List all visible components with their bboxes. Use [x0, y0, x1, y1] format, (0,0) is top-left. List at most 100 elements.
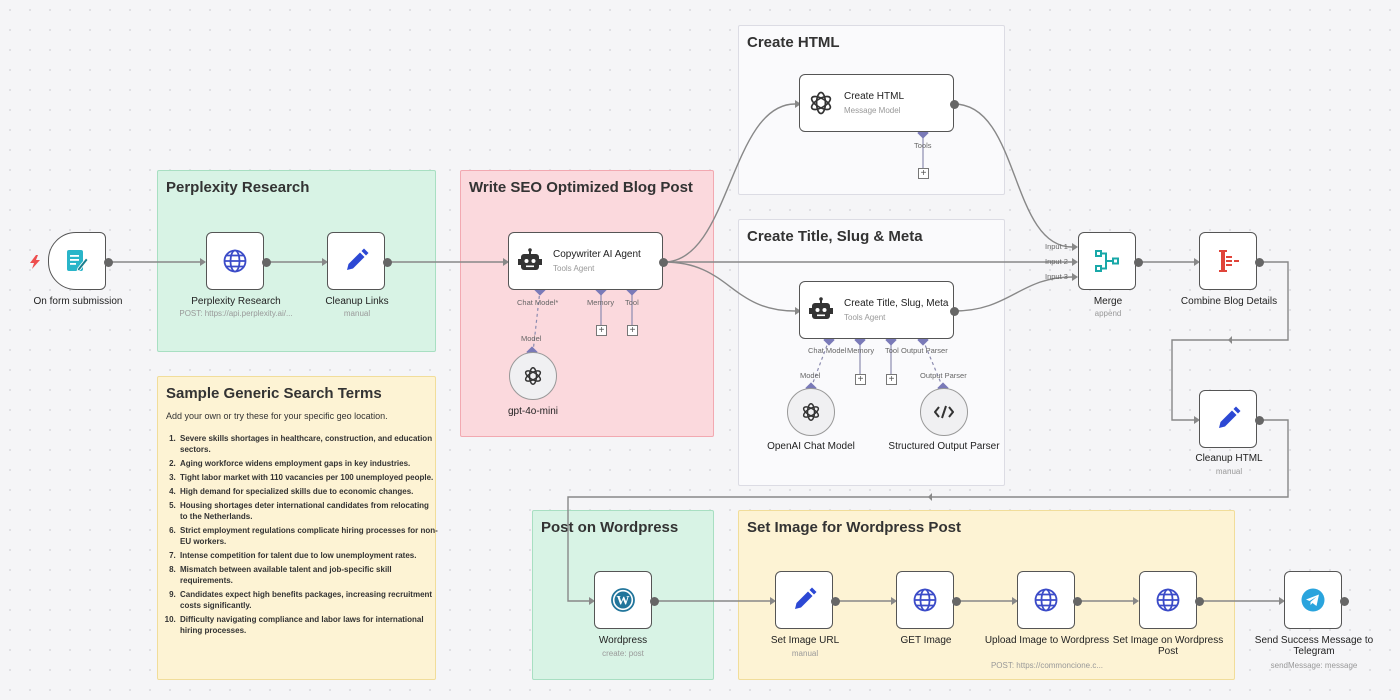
openai-icon — [524, 367, 542, 385]
node-subtitle: Message Model — [844, 106, 901, 115]
node-label: Set Image URL — [770, 635, 840, 646]
openai-icon — [810, 91, 832, 115]
node-upload-image[interactable] — [1017, 571, 1075, 629]
node-send-telegram[interactable] — [1284, 571, 1342, 629]
sticky-subtitle: Add your own or try these for your speci… — [166, 411, 388, 421]
robot-icon — [518, 248, 542, 270]
search-term-item: Difficulty navigating compliance and lab… — [178, 614, 438, 636]
node-get-image[interactable] — [896, 571, 954, 629]
node-set-image-wordpress[interactable] — [1139, 571, 1197, 629]
svg-text:W: W — [617, 593, 630, 608]
add-tool-button[interactable]: + — [627, 325, 638, 336]
port-chat-model: Chat Model — [808, 346, 847, 355]
port-input-2: Input 2 — [1045, 257, 1068, 266]
search-terms-list: Severe skills shortages in healthcare, c… — [166, 433, 438, 639]
output-handle[interactable] — [831, 597, 840, 606]
output-handle[interactable] — [659, 258, 668, 267]
node-sublabel: manual — [343, 309, 371, 318]
search-term-item: Severe skills shortages in healthcare, c… — [178, 433, 438, 455]
combine-icon — [1219, 250, 1239, 272]
node-cleanup-html[interactable] — [1199, 390, 1257, 448]
node-combine-blog-details[interactable] — [1199, 232, 1257, 290]
sticky-title: Perplexity Research — [166, 179, 310, 196]
add-memory-button[interactable]: + — [855, 374, 866, 385]
output-handle[interactable] — [1340, 597, 1349, 606]
node-label: gpt-4o-mini — [507, 406, 559, 417]
output-handle[interactable] — [383, 258, 392, 267]
sticky-title: Create HTML — [747, 34, 840, 51]
merge-icon — [1095, 250, 1119, 272]
search-term-item: Intense competition for talent due to lo… — [178, 550, 438, 561]
port-model: Model — [800, 371, 821, 380]
port-output-parser: Output Parser — [920, 371, 967, 380]
output-handle[interactable] — [650, 597, 659, 606]
output-handle[interactable] — [104, 258, 113, 267]
node-label: Perplexity Research — [191, 296, 281, 307]
search-term-item: Strict employment regulations complicate… — [178, 525, 438, 547]
pen-icon — [795, 587, 817, 609]
node-cleanup-links[interactable] — [327, 232, 385, 290]
sticky-perplexity-research[interactable]: Perplexity Research — [157, 170, 436, 352]
output-handle[interactable] — [1255, 258, 1264, 267]
wordpress-icon: W — [611, 588, 635, 612]
node-label: Set Image on Wordpress Post — [1112, 635, 1224, 657]
output-handle[interactable] — [950, 100, 959, 109]
globe-icon — [1156, 588, 1180, 612]
node-label: Cleanup HTML — [1195, 453, 1263, 464]
node-sublabel: POST: https://commoncione.c... — [990, 661, 1104, 670]
node-label: Structured Output Parser — [888, 441, 1000, 452]
port-tools: Tools — [914, 141, 932, 150]
node-create-html[interactable]: Create HTML Message Model — [799, 74, 954, 132]
form-icon — [67, 250, 89, 272]
node-wordpress[interactable]: W — [594, 571, 652, 629]
output-handle[interactable] — [1255, 416, 1264, 425]
sticky-search-terms[interactable]: Sample Generic Search Terms Add your own… — [157, 376, 438, 680]
node-gpt-4o-mini[interactable] — [509, 352, 557, 400]
add-tool-button[interactable]: + — [918, 168, 929, 179]
node-openai-chat-model[interactable] — [787, 388, 835, 436]
node-label: Merge — [1093, 296, 1123, 307]
node-label: OpenAI Chat Model — [767, 441, 855, 452]
search-term-item: High demand for specialized skills due t… — [178, 486, 438, 497]
search-term-item: Mismatch between available talent and jo… — [178, 564, 438, 586]
output-handle[interactable] — [950, 307, 959, 316]
add-tool-button[interactable]: + — [886, 374, 897, 385]
node-merge[interactable] — [1078, 232, 1136, 290]
output-handle[interactable] — [262, 258, 271, 267]
node-title: Create Title, Slug, Meta — [844, 298, 949, 309]
node-sublabel: sendMessage: message — [1270, 661, 1358, 670]
port-memory: Memory — [587, 298, 615, 307]
node-label: Combine Blog Details — [1180, 296, 1278, 307]
node-subtitle: Tools Agent — [553, 264, 595, 273]
add-memory-button[interactable]: + — [596, 325, 607, 336]
node-create-meta[interactable]: Create Title, Slug, Meta Tools Agent — [799, 281, 954, 339]
node-title: Create HTML — [844, 91, 905, 102]
output-handle[interactable] — [1195, 597, 1204, 606]
node-sublabel: POST: https://api.perplexity.ai/... — [179, 309, 293, 318]
node-sublabel: manual — [791, 649, 819, 658]
node-label: On form submission — [33, 296, 123, 307]
openai-icon — [802, 403, 820, 421]
node-structured-output-parser[interactable] — [920, 388, 968, 436]
output-handle[interactable] — [952, 597, 961, 606]
node-sublabel: manual — [1215, 467, 1243, 476]
robot-icon — [809, 297, 833, 319]
port-output-parser: Output Parser — [901, 346, 948, 355]
node-form-trigger[interactable] — [48, 232, 106, 290]
output-handle[interactable] — [1073, 597, 1082, 606]
node-set-image-url[interactable] — [775, 571, 833, 629]
node-perplexity-research[interactable] — [206, 232, 264, 290]
pen-icon — [1219, 406, 1241, 428]
sticky-title: Set Image for Wordpress Post — [747, 519, 961, 536]
port-tool: Tool — [625, 298, 639, 307]
sticky-title: Sample Generic Search Terms — [166, 385, 382, 402]
node-sublabel: create: post — [602, 649, 644, 658]
node-label: Cleanup Links — [325, 296, 389, 307]
port-model: Model — [521, 334, 542, 343]
node-copywriter-agent[interactable]: Copywriter AI Agent Tools Agent — [508, 232, 663, 290]
pen-icon — [347, 248, 369, 270]
output-handle[interactable] — [1134, 258, 1143, 267]
sticky-title: Create Title, Slug & Meta — [747, 228, 923, 245]
telegram-icon — [1301, 588, 1325, 612]
